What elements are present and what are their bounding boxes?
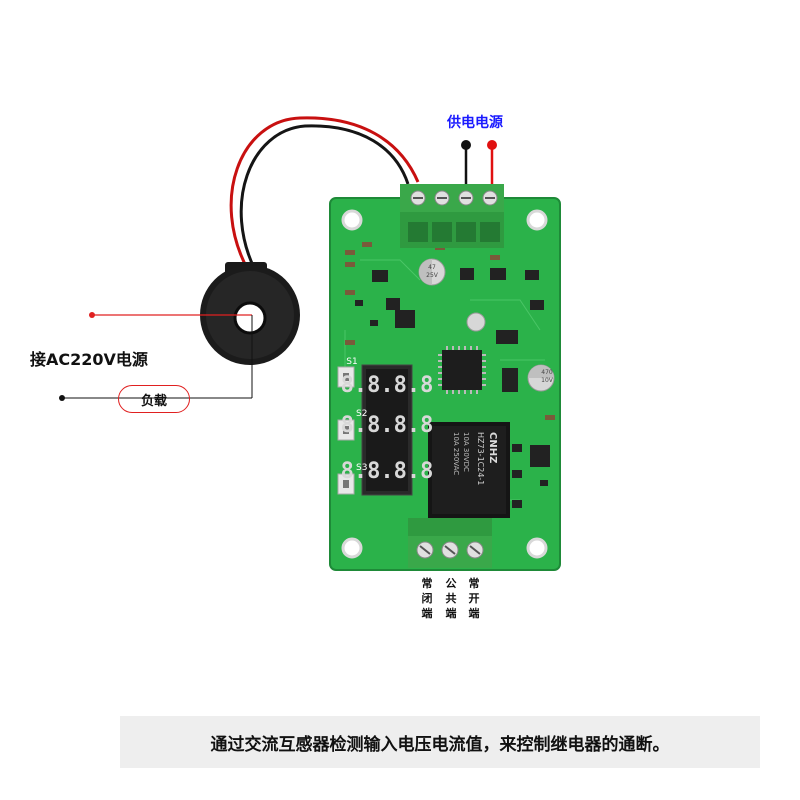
capacitor-470uf: [527, 364, 555, 392]
mcu-chip: [438, 346, 486, 394]
terminal-nc-label: 常闭端: [421, 577, 433, 620]
seven-segment-display: [361, 364, 413, 496]
cap-10v-label: 10V: [541, 377, 554, 384]
current-transformer: [200, 262, 300, 365]
display-digits-3: 8.8.8.8: [341, 459, 434, 484]
ct-wire-black: [239, 124, 410, 273]
terminal-com-label: 公共端: [445, 577, 457, 620]
caption-banner: 通过交流互感器检测输入电压电流值，来控制继电器的通断。: [120, 716, 760, 768]
relay-model: HZ73-1C24-1: [476, 432, 485, 485]
button-s3-label: S3: [356, 463, 367, 473]
button-s2-label: S2: [356, 409, 367, 419]
relay-brand: CNHZ: [487, 432, 498, 463]
display-digits: 8.8.8.8: [341, 373, 434, 398]
display-digits-2: 8.8.8.8: [341, 413, 434, 438]
cap-470-label: 470: [541, 369, 553, 376]
ac220v-label: 接AC220V电源: [30, 350, 148, 369]
load-label: 负载: [118, 385, 190, 413]
relay-rating-ac: 10A 250VAC: [452, 432, 460, 475]
relay-rating-dc: 10A 30VDC: [462, 432, 470, 472]
ct-wire-red: [229, 116, 420, 271]
button-s1-label: S1: [346, 357, 357, 367]
capacitor-47uf: [418, 258, 446, 286]
cap-47-label: 47: [428, 264, 436, 271]
pcb-board: [329, 184, 561, 571]
cap-25v-label: 25V: [426, 272, 439, 279]
terminal-block-top: [400, 184, 504, 248]
terminal-block-bottom: [408, 518, 492, 568]
terminal-no-label: 常开端: [468, 577, 480, 620]
tactile-buttons: [337, 366, 355, 495]
relay: [428, 422, 510, 518]
power-supply-label: 供电电源: [447, 115, 503, 131]
